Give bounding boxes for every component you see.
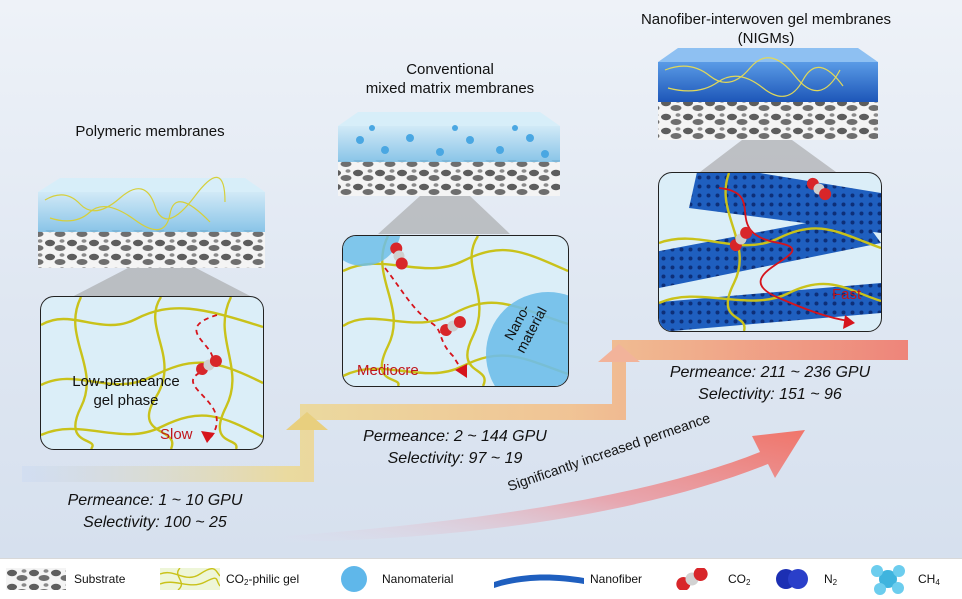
legend: Substrate CO2-philic gel Nanomaterial Na… — [0, 558, 962, 599]
nigm-inset — [658, 172, 882, 332]
co2-molecule-icon — [196, 355, 222, 375]
nanofiber-icon — [659, 283, 881, 331]
n2-molecule-icon — [776, 569, 808, 589]
mmm-title: Conventional mixed matrix membranes — [365, 61, 535, 97]
substrate-icon — [6, 568, 66, 590]
legend-ch4-label: CH4 — [918, 572, 940, 587]
fast-label: Fast — [832, 286, 862, 303]
nanomaterial-icon — [341, 566, 367, 592]
polymeric-metrics: Permeance: 1 ~ 10 GPU Selectivity: 100 ~… — [67, 492, 243, 531]
nigm-title: Nanofiber-interwoven gel membranes (NIGM… — [640, 11, 892, 47]
legend-nanomaterial-label: Nanomaterial — [382, 572, 454, 586]
nanomaterial-icon — [486, 292, 568, 386]
legend-gel-label: CO2-philic gel — [226, 572, 300, 587]
nanofiber-icon — [659, 213, 881, 288]
legend-substrate-label: Substrate — [74, 572, 126, 586]
polymeric-membrane-block — [38, 176, 265, 298]
nigm-membrane-block — [658, 48, 878, 172]
co2-molecule-icon — [676, 568, 708, 590]
polymeric-inset — [40, 296, 264, 450]
mmm-inset — [342, 235, 569, 387]
nanomaterial-icon — [343, 236, 401, 266]
legend-nanofiber-label: Nanofiber — [590, 572, 643, 586]
slow-label: Slow — [160, 426, 193, 443]
mmm-membrane-block — [338, 112, 560, 234]
diagram-artwork — [22, 48, 908, 542]
mmm-metrics: Permeance: 2 ~ 144 GPU Selectivity: 97 ~… — [363, 428, 547, 467]
polymeric-title: Polymeric membranes — [75, 123, 225, 140]
nigm-metrics: Permeance: 211 ~ 236 GPU Selectivity: 15… — [669, 364, 871, 403]
legend-n2-label: N2 — [824, 572, 838, 587]
legend-co2-label: CO2 — [728, 572, 751, 587]
gel-icon — [160, 568, 220, 590]
mediocre-label: Mediocre — [357, 362, 419, 379]
nanofiber-icon — [494, 574, 584, 588]
ch4-molecule-icon — [871, 565, 905, 595]
low-permeance-label: Low-permeance gel phase — [72, 373, 180, 409]
